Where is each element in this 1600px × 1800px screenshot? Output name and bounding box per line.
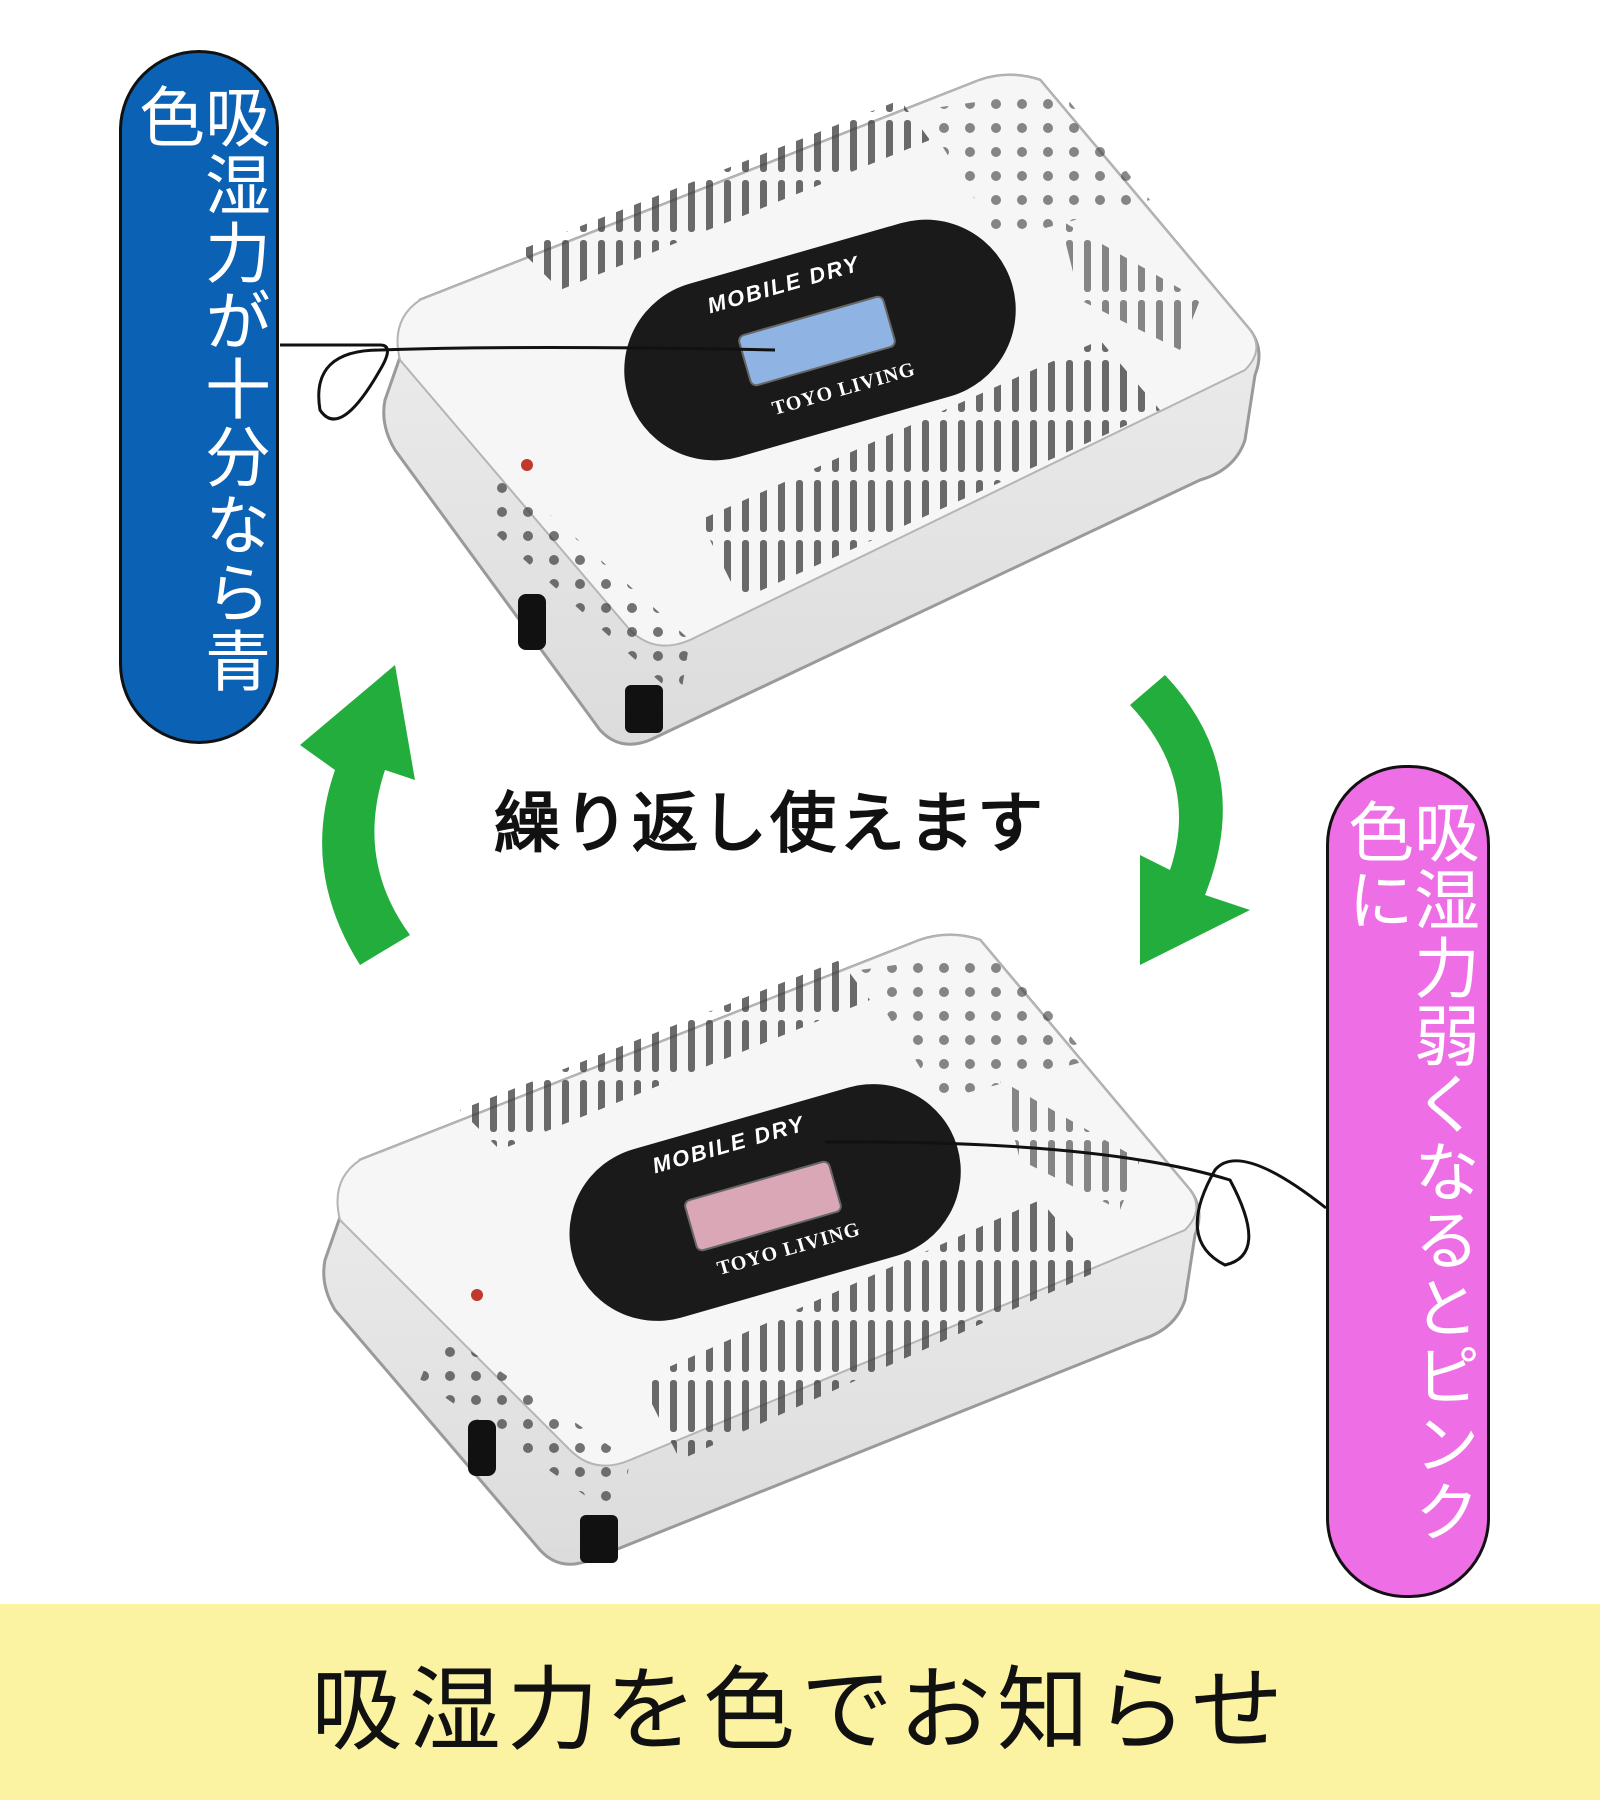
reusable-caption: 繰り返し使えます <box>494 785 1046 862</box>
pink-callout-text: 吸湿力弱くなるとピンク色に <box>1337 798 1480 1546</box>
cycle-arrow-up-icon <box>300 665 415 965</box>
banner-title: 吸湿力を色でお知らせ <box>310 1656 1290 1764</box>
bottom-banner: 吸湿力を色でお知らせ <box>0 1604 1600 1800</box>
dehumidifier-device-pink <box>322 933 1201 1566</box>
dehumidifier-device-blue <box>382 73 1261 746</box>
blue-callout-text: 吸湿力が十分なら青色 <box>128 83 271 695</box>
blue-callout: 吸湿力が十分なら青色 <box>119 50 279 744</box>
pink-callout: 吸湿力弱くなるとピンク色に <box>1326 765 1490 1598</box>
leader-line-pink <box>824 1140 1327 1267</box>
cycle-arrow-down-icon <box>1130 675 1250 965</box>
leader-line-blue <box>280 343 776 421</box>
